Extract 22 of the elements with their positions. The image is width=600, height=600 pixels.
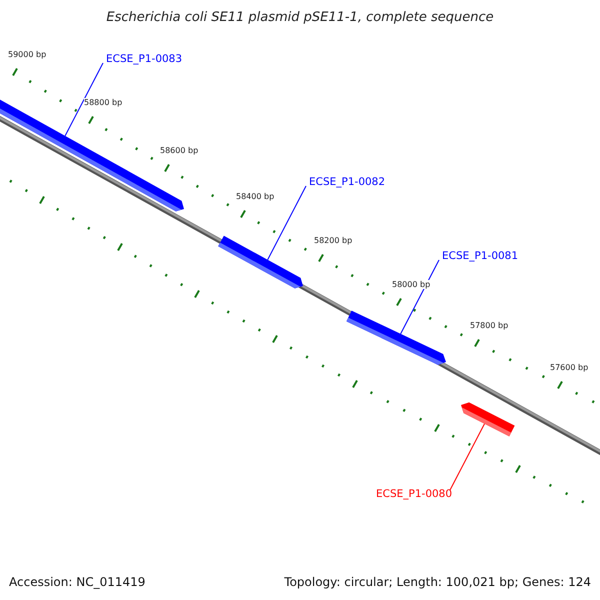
leader-line	[400, 260, 440, 334]
leader-line	[64, 62, 104, 136]
gene-arrow	[346, 310, 446, 365]
accession-text: Accession: NC_011419	[9, 575, 146, 589]
leader-line	[267, 186, 306, 260]
gene-label: ECSE_P1-0083	[106, 53, 182, 65]
tick-label: 58200 bp	[314, 236, 352, 245]
title: Escherichia coli SE11 plasmid pSE11-1, complete sequence	[105, 10, 495, 25]
gene-label: ECSE_P1-0080	[376, 488, 452, 500]
tick-label: 58000 bp	[392, 280, 430, 289]
tick-label: 58600 bp	[160, 146, 198, 155]
gene-arrow	[461, 402, 515, 436]
gene-arrow	[218, 236, 303, 288]
leader-line	[450, 423, 485, 490]
tick-label: 59000 bp	[8, 50, 46, 59]
tick-label: 57600 bp	[550, 363, 588, 372]
tick-label: 57800 bp	[470, 321, 508, 330]
tick-label: 58800 bp	[84, 98, 122, 107]
sequence-info-text: Topology: circular; Length: 100,021 bp; Genes: 124	[284, 575, 591, 589]
tick-label: 58400 bp	[236, 192, 274, 201]
gene-label: ECSE_P1-0081	[442, 250, 518, 262]
gene-label: ECSE_P1-0082	[309, 176, 386, 188]
